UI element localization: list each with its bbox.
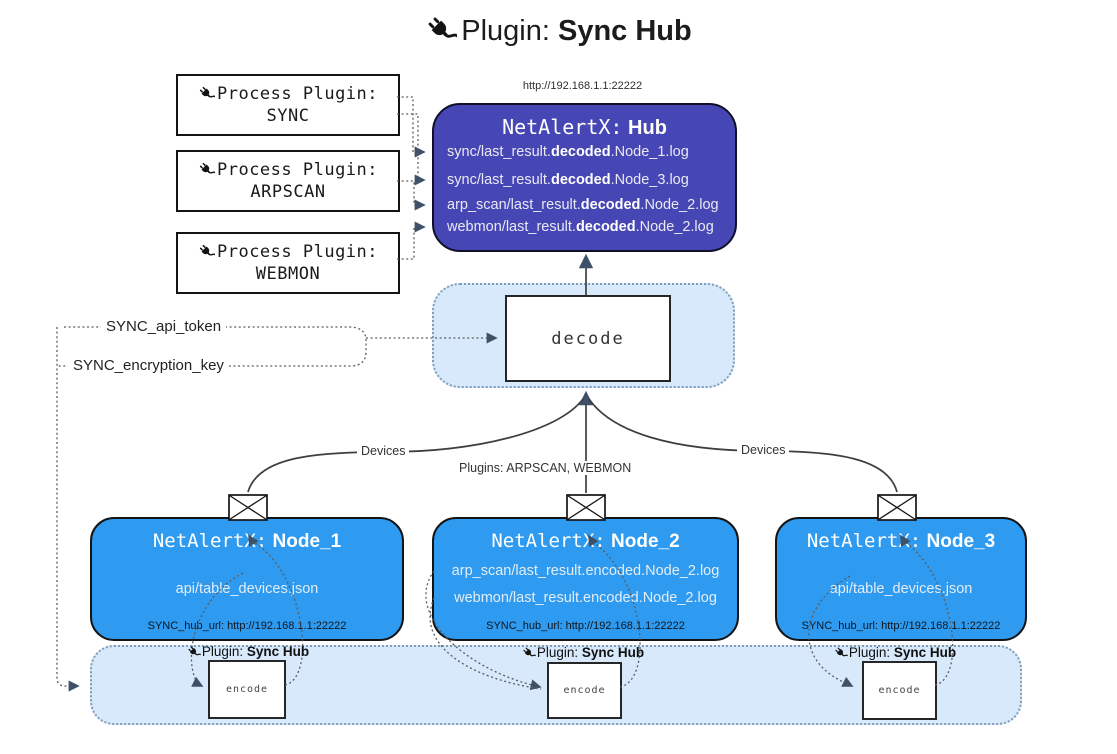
sync-encryption-key-label: SYNC_encryption_key (68, 357, 229, 374)
encode-box: encode (547, 662, 622, 719)
edge-label-devices-left: Devices (357, 444, 410, 458)
node-title: NetAlertX: Node_1 (152, 530, 342, 552)
hub-title-prefix: NetAlertX: (502, 115, 623, 139)
edge-sync-to-log1 (397, 96, 426, 158)
plug-icon (198, 85, 215, 102)
node-hub-url: SYNC_hub_url: http://192.168.1.1:22222 (801, 620, 1001, 632)
encode-box: encode (208, 660, 286, 719)
hub-log-line: arp_scan/last_result.decoded.Node_2.log (447, 197, 719, 213)
process-plugin-label: Process Plugin: (216, 160, 379, 180)
hub-log-line: sync/last_result.decoded.Node_3.log (447, 172, 689, 188)
process-plugin-name: WEBMON (255, 264, 321, 284)
node-file: api/table_devices.json (175, 581, 319, 597)
hub-url-label: http://192.168.1.1:22222 (522, 80, 643, 92)
node-file: arp_scan/last_result.encoded.Node_2.log (451, 563, 720, 579)
node-1-box: NetAlertX: Node_1 api/table_devices.json… (90, 517, 404, 641)
edge-label-devices-right: Devices (737, 443, 790, 457)
page-title-prefix: Plugin: (461, 15, 550, 47)
hub-title-bold: Hub (628, 117, 667, 139)
hub-box: NetAlertX: Hub sync/last_result.decoded.… (432, 103, 737, 252)
process-plugin-arpscan: Process Plugin: ARPSCAN (176, 150, 400, 212)
node-title: NetAlertX: Node_3 (806, 530, 996, 552)
hub-title: NetAlertX: Hub (434, 115, 735, 140)
sync-api-token-label: SYNC_api_token (101, 318, 227, 335)
envelope-icon (228, 494, 268, 521)
node-file: webmon/last_result.encoded.Node_2.log (454, 590, 717, 606)
process-plugin-name: SYNC (266, 106, 310, 126)
edge-secrets-to-strip (56, 327, 80, 692)
edge-label-plugins: Plugins: ARPSCAN, WEBMON (455, 461, 636, 475)
encode-plugin-label: Plugin: Sync Hub (187, 644, 309, 659)
plug-icon (834, 646, 848, 660)
edge-node1-to-decode (247, 398, 584, 493)
plug-icon (198, 161, 215, 178)
encode-plugin-label: Plugin: Sync Hub (522, 645, 644, 660)
plug-icon (425, 14, 457, 46)
encode-plugin-label: Plugin: Sync Hub (834, 645, 956, 660)
encode-box: encode (862, 661, 937, 720)
node-hub-url: SYNC_hub_url: http://192.168.1.1:22222 (486, 620, 685, 632)
process-plugin-label: Process Plugin: (216, 242, 379, 262)
process-plugin-name: ARPSCAN (250, 182, 326, 202)
plug-icon (187, 645, 201, 659)
hub-log-line: sync/last_result.decoded.Node_1.log (447, 144, 689, 160)
decode-box: decode (505, 295, 671, 382)
edge-sync-to-log2 (397, 113, 426, 186)
node-title: NetAlertX: Node_2 (491, 530, 680, 552)
hub-log-line: webmon/last_result.decoded.Node_2.log (447, 219, 714, 235)
page-title-bold: Sync Hub (557, 15, 692, 47)
envelope-icon (877, 494, 917, 521)
node-file: api/table_devices.json (829, 581, 973, 597)
envelope-icon (566, 494, 606, 521)
node-3-box: NetAlertX: Node_3 api/table_devices.json… (775, 517, 1027, 641)
process-plugin-sync: Process Plugin: SYNC (176, 74, 400, 136)
plug-icon (198, 243, 215, 260)
edge-arpscan-to-log3 (397, 180, 426, 211)
node-hub-url: SYNC_hub_url: http://192.168.1.1:22222 (147, 620, 347, 632)
plug-icon (522, 646, 536, 660)
process-plugin-label: Process Plugin: (216, 84, 379, 104)
edge-webmon-to-log4 (397, 221, 426, 260)
page-title: Plugin: Sync Hub (0, 14, 1117, 48)
node-2-box: NetAlertX: Node_2 arp_scan/last_result.e… (432, 517, 739, 641)
process-plugin-webmon: Process Plugin: WEBMON (176, 232, 400, 294)
